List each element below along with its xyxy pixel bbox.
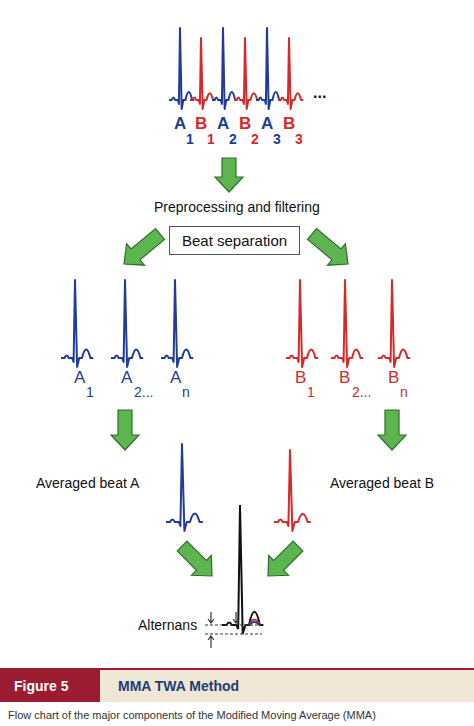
- beat-label: 2...: [134, 384, 153, 400]
- measure-arrow: [208, 636, 214, 648]
- ecg-beat: [331, 280, 363, 367]
- beat-label: A: [170, 368, 181, 388]
- flow-arrow: [177, 541, 212, 576]
- step-label: Alternans: [138, 617, 197, 633]
- beat-label: 2: [229, 131, 237, 147]
- dashed-level: [205, 625, 262, 626]
- ecg-beat: [166, 444, 203, 531]
- ecg-beat: [61, 280, 93, 367]
- ecg-beat: [274, 450, 311, 531]
- beat-label: A: [261, 114, 273, 134]
- dashed-level: [205, 634, 262, 635]
- process-box: Beat separation: [169, 226, 300, 255]
- beat-label: A: [121, 368, 132, 388]
- beat-label: 3: [273, 131, 281, 147]
- ecg-beat: [111, 280, 143, 367]
- overlay-beat: [222, 505, 263, 634]
- node-text: Figure 5: [14, 678, 86, 694]
- flow-arrow: [111, 410, 139, 450]
- flow-arrow: [308, 229, 349, 266]
- ecg-beat: [378, 280, 410, 367]
- node-text: MMA TWA Method: [118, 678, 239, 694]
- beat-label: A: [217, 114, 229, 134]
- beat-label: A: [174, 114, 186, 134]
- step-label: Preprocessing and filtering: [154, 199, 320, 215]
- flow-arrow: [215, 158, 243, 192]
- ecg-beat: [212, 28, 237, 109]
- beat-label: B: [339, 368, 350, 388]
- beat-label: 1: [307, 384, 315, 400]
- ecg-beat: [169, 28, 194, 109]
- figure-number-box: Figure 5: [0, 670, 100, 702]
- ecg-beat: [234, 38, 259, 109]
- beat-label: 2...: [352, 384, 371, 400]
- flow-arrow: [268, 541, 303, 576]
- figure-band: MMA TWA Method Figure 5: [0, 670, 474, 702]
- beat-label: A: [74, 368, 85, 388]
- step-label: Averaged beat A: [36, 475, 139, 491]
- ecg-beat: [278, 38, 303, 109]
- beat-label: B: [283, 114, 295, 134]
- ecg-beat: [161, 280, 193, 367]
- beat-label: B: [388, 368, 399, 388]
- beat-label: B: [295, 368, 306, 388]
- beat-label: B: [195, 114, 207, 134]
- beat-label: 1: [86, 384, 94, 400]
- flow-arrow: [378, 410, 406, 450]
- flow-arrow: [124, 229, 165, 266]
- step-label: Averaged beat B: [330, 475, 434, 491]
- beat-label: n: [400, 384, 408, 400]
- beat-label: n: [182, 384, 190, 400]
- measure-arrow: [208, 612, 214, 623]
- t-wave-b: [249, 620, 260, 626]
- beat-label: 1: [186, 131, 194, 147]
- node-text: Beat separation: [182, 232, 287, 249]
- figure-caption: Flow chart of the major components of th…: [8, 709, 376, 722]
- beat-label: B: [239, 114, 251, 134]
- measure-arrow: [233, 612, 239, 623]
- beat-label: 2: [251, 131, 259, 147]
- ecg-beat: [286, 280, 318, 367]
- ecg-beat: [256, 28, 281, 109]
- beat-label: 1: [207, 131, 215, 147]
- beat-label: 3: [295, 131, 303, 147]
- continuation-dots: ...: [313, 84, 326, 102]
- ecg-beat: [190, 38, 215, 109]
